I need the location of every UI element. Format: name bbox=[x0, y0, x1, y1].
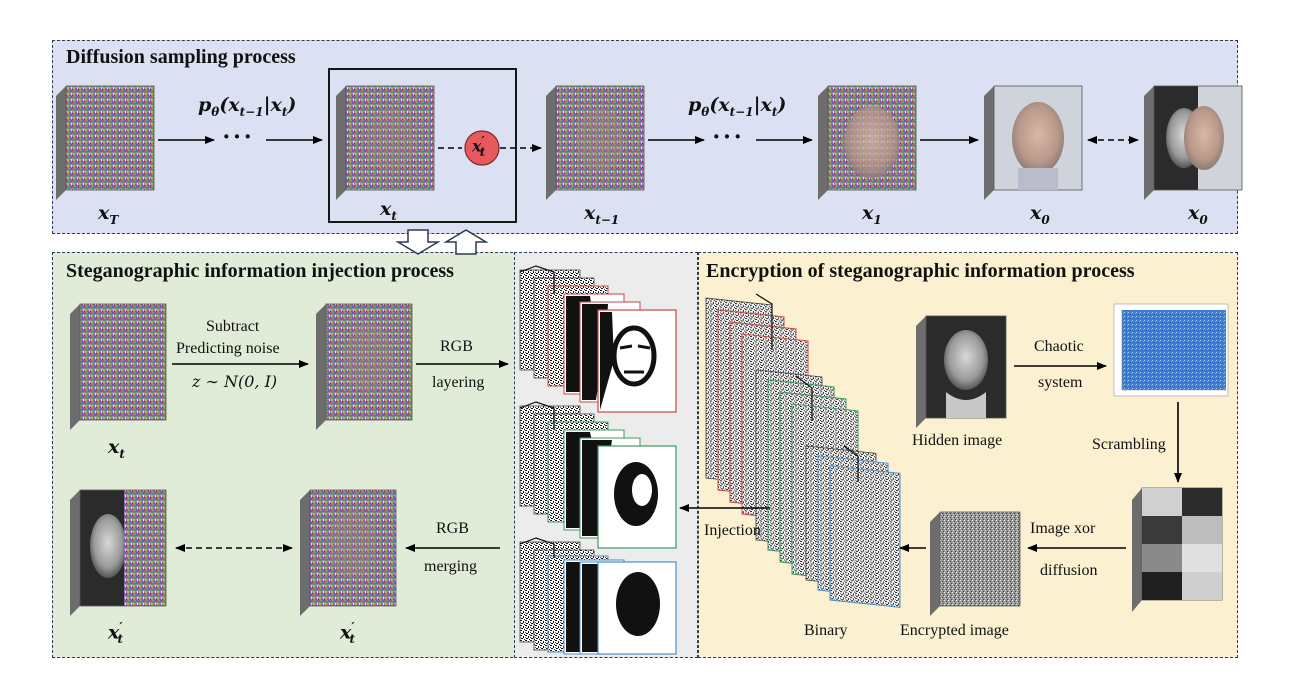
tile-xt bbox=[336, 85, 435, 200]
label-predicting-noise: Predicting noise bbox=[176, 340, 280, 357]
label-z-distribution: z ∼ N(0, I) bbox=[192, 372, 278, 391]
up-arrow-icon bbox=[443, 229, 489, 255]
highlight-box bbox=[328, 68, 517, 223]
hidden-image-tile bbox=[916, 315, 1007, 428]
label-xT: xT bbox=[98, 202, 119, 227]
down-arrow-icon bbox=[395, 229, 441, 255]
label-injection: Injection bbox=[704, 522, 761, 539]
inj-tile-merged bbox=[300, 489, 397, 616]
label-chaotic-2: system bbox=[1038, 374, 1083, 391]
bitplanes-red bbox=[519, 265, 677, 413]
transition-left: pθ(xt−1|xt) bbox=[198, 94, 297, 119]
inj-label-xprime-a: x′t bbox=[108, 620, 124, 647]
diffusion-title: Diffusion sampling process bbox=[66, 46, 296, 68]
encryption-title: Encryption of steganographic information… bbox=[706, 260, 1135, 282]
bitplanes-green bbox=[519, 401, 677, 549]
xprime-node bbox=[464, 130, 500, 166]
tile-xt-1 bbox=[546, 85, 645, 200]
inj-tile-mixed bbox=[70, 489, 167, 616]
inj-label-xprime-b: x′t bbox=[340, 620, 356, 647]
tile-x1 bbox=[818, 85, 917, 200]
label-encrypted-image: Encrypted image bbox=[900, 622, 1009, 639]
inj-tile-after bbox=[316, 303, 413, 430]
label-binary: Binary bbox=[804, 622, 848, 639]
label-diffusion: diffusion bbox=[1040, 562, 1098, 579]
inj-label-xt: xt bbox=[108, 436, 125, 461]
label-x1: x1 bbox=[862, 202, 882, 227]
tile-x0-mixed bbox=[1144, 85, 1243, 200]
bitplanes-blue bbox=[519, 537, 677, 655]
label-chaotic-1: Chaotic bbox=[1034, 338, 1084, 355]
label-hidden-image: Hidden image bbox=[912, 432, 1003, 449]
transition-right: pθ(xt−1|xt) bbox=[688, 94, 787, 119]
tile-x0-man bbox=[984, 85, 1083, 200]
injection-title: Steganographic information injection pro… bbox=[66, 260, 454, 282]
tile-xT bbox=[56, 85, 155, 200]
scrambled-tile bbox=[1132, 487, 1223, 612]
label-x0-a: x0 bbox=[1030, 202, 1050, 227]
label-scrambling: Scrambling bbox=[1092, 436, 1166, 453]
inj-tile-xt bbox=[70, 303, 167, 430]
label-rgb-layering-2: layering bbox=[432, 374, 485, 391]
label-x0-b: x0 bbox=[1188, 202, 1208, 227]
chaotic-map bbox=[1113, 303, 1229, 397]
label-rgb-merging-1: RGB bbox=[436, 520, 469, 537]
label-xt: xt bbox=[380, 198, 397, 223]
encrypted-image-tile bbox=[930, 511, 1021, 616]
label-xt-1: xt−1 bbox=[584, 202, 620, 227]
label-rgb-merging-2: merging bbox=[424, 558, 478, 575]
label-subtract: Subtract bbox=[206, 318, 260, 335]
binary-stack bbox=[705, 293, 901, 608]
label-image-xor: Image xor bbox=[1030, 520, 1096, 537]
label-rgb-layering-1: RGB bbox=[440, 338, 473, 355]
ellipsis-left: ··· bbox=[222, 122, 255, 151]
ellipsis-right: ··· bbox=[712, 122, 745, 151]
label-xprime-node: x′t bbox=[472, 134, 486, 159]
